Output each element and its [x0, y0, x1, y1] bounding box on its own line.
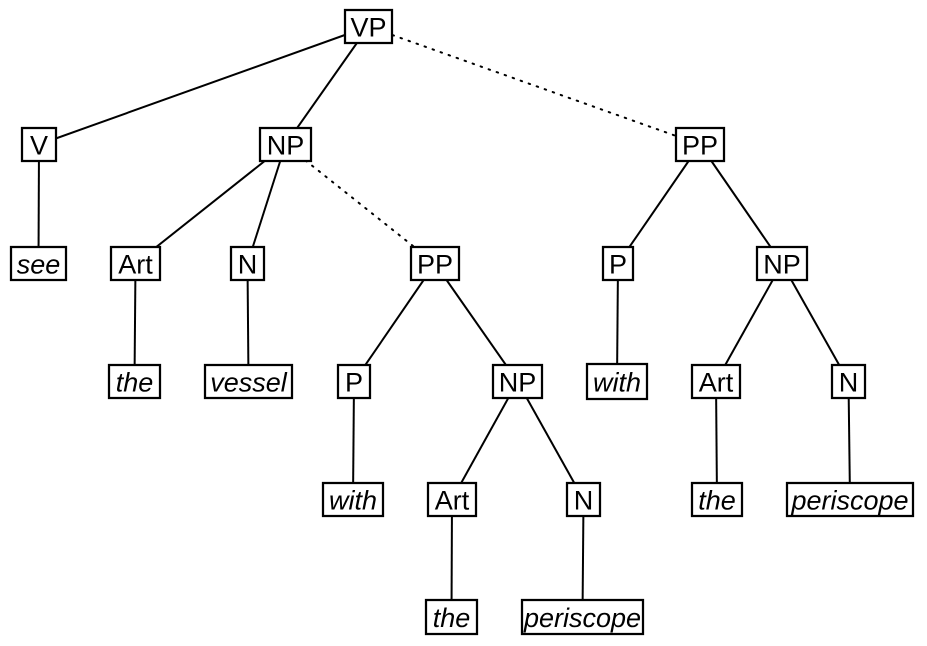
tree-node-p2: P	[601, 245, 635, 282]
node-label-the3: the	[433, 603, 471, 633]
tree-node-n3: N	[565, 481, 602, 518]
tree-node-the3: the	[424, 598, 479, 636]
tree-node-v: V	[20, 126, 58, 163]
edge-art3-the3	[450, 499, 453, 618]
edge-vp-pp2-dotted	[367, 25, 701, 146]
edge-np3-n2	[781, 263, 850, 382]
node-label-n1: N	[238, 250, 258, 280]
edge-pp1-p1	[353, 262, 436, 383]
node-label-the2: the	[698, 486, 736, 516]
category-box-art1	[109, 245, 162, 282]
category-box-vp	[343, 8, 394, 45]
node-label-n2: N	[839, 368, 859, 398]
category-box-n2	[830, 363, 867, 400]
word-box-with2	[585, 362, 649, 401]
node-label-art3: Art	[435, 486, 470, 516]
node-label-p1: P	[345, 368, 363, 398]
category-box-n3	[565, 481, 602, 518]
edge-np3-art2	[715, 263, 783, 382]
edge-np2-art3	[451, 381, 519, 500]
tree-node-np1: NP	[258, 126, 313, 163]
node-label-art1: Art	[118, 250, 153, 280]
edge-v-see	[37, 144, 40, 264]
tree-node-vessel: vessel	[203, 363, 294, 400]
category-box-p2	[601, 245, 635, 282]
edge-vp-np1	[284, 25, 370, 146]
node-label-vessel: vessel	[210, 368, 288, 398]
category-box-np3	[755, 245, 809, 282]
tree-node-np3: NP	[755, 245, 809, 282]
node-label-per1: periscope	[523, 603, 641, 633]
word-box-per2	[785, 481, 915, 518]
edge-vp-v	[38, 25, 369, 146]
word-box-the2	[690, 481, 744, 518]
node-label-n3: N	[574, 486, 594, 516]
tree-node-pp1: PP	[409, 245, 461, 282]
tree-node-with1: with	[321, 481, 385, 518]
word-box-the1	[107, 363, 162, 400]
node-label-vp: VP	[350, 13, 386, 43]
edge-np1-art1	[134, 143, 287, 265]
node-label-see: see	[17, 250, 61, 280]
category-box-v	[20, 126, 58, 163]
node-label-with1: with	[329, 486, 377, 516]
tree-node-art2: Art	[690, 363, 742, 400]
node-label-np1: NP	[267, 131, 305, 161]
category-box-n1	[229, 245, 266, 282]
word-box-vessel	[203, 363, 294, 400]
node-label-with2: with	[593, 368, 641, 398]
node-label-v: V	[30, 131, 48, 161]
node-label-np3: NP	[763, 250, 801, 280]
category-box-np2	[491, 363, 544, 400]
tree-node-pp2: PP	[674, 126, 726, 163]
node-label-per2: periscope	[790, 486, 908, 516]
tree-node-art3: Art	[426, 481, 478, 518]
tree-node-p1: P	[336, 363, 372, 400]
edge-n2-per2	[847, 381, 851, 500]
node-label-np2: NP	[499, 368, 537, 398]
tree-node-n1: N	[229, 245, 266, 282]
edge-n1-vessel	[246, 263, 250, 382]
tree-node-art1: Art	[109, 245, 162, 282]
node-label-pp1: PP	[417, 250, 453, 280]
word-box-per1	[520, 598, 645, 636]
category-box-art2	[690, 363, 742, 400]
tree-node-the1: the	[107, 363, 162, 400]
node-label-art2: Art	[699, 368, 734, 398]
tree-node-n2: N	[830, 363, 867, 400]
tree-node-see: see	[9, 245, 68, 282]
word-box-with1	[321, 481, 385, 518]
edge-np2-n3	[516, 381, 585, 500]
category-box-pp2	[674, 126, 726, 163]
tree-node-vp: VP	[343, 8, 394, 45]
node-label-the1: the	[116, 368, 154, 398]
node-label-pp2: PP	[682, 131, 718, 161]
category-box-pp1	[409, 245, 461, 282]
word-box-see	[9, 245, 68, 282]
word-box-the3	[424, 598, 479, 636]
tree-node-with2: with	[585, 362, 649, 401]
node-label-p2: P	[609, 250, 627, 280]
edge-art1-the1	[133, 263, 137, 382]
tree-node-np2: NP	[491, 363, 544, 400]
edge-p2-with2	[616, 263, 619, 382]
edge-art2-the2	[715, 381, 718, 500]
category-box-art3	[426, 481, 478, 518]
edge-n3-per1	[581, 499, 585, 618]
edge-np1-n1	[246, 144, 287, 264]
edge-pp2-np3	[699, 143, 783, 265]
category-box-np1	[258, 126, 313, 163]
edge-p1-with1	[352, 381, 355, 500]
tree-node-per1: periscope	[520, 598, 645, 636]
edge-pp1-np2	[434, 262, 519, 383]
tree-node-per2: periscope	[785, 481, 915, 518]
edge-np1-pp1-dotted	[284, 143, 436, 265]
category-box-p1	[336, 363, 372, 400]
edge-pp2-p2	[617, 143, 701, 265]
tree-node-the2: the	[690, 481, 744, 518]
